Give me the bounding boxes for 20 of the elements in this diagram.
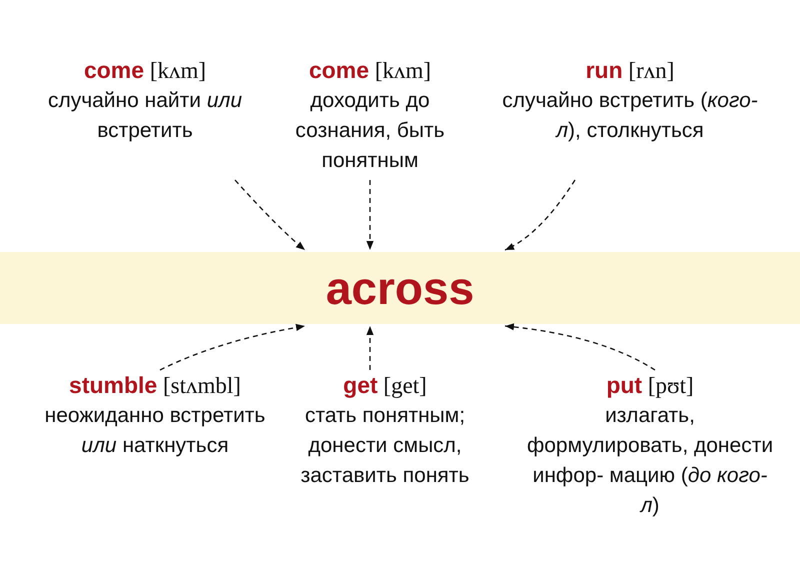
dashed-arrow	[366, 180, 374, 250]
translation-text: стать понятным; донести смысл, заставить понять	[300, 403, 470, 489]
dashed-arrow	[234, 180, 306, 250]
translation-text: неожиданно встретить или наткнуться	[44, 403, 266, 459]
phrasal-verb-heading: put [pʊt]	[606, 371, 694, 400]
dashed-arrow	[504, 323, 656, 371]
highlight-band	[0, 252, 800, 324]
translation-text: излагать, формулировать, донести инфор- мацию (до кого-л)	[526, 403, 774, 519]
translation-text: случайно встретить (кого-л), столкнуться	[501, 88, 759, 144]
phrasal-verb-heading: run [rʌn]	[586, 56, 674, 85]
phrasal-verb-heading: come [kʌm]	[84, 56, 206, 85]
dashed-arrow	[504, 180, 576, 251]
phrasal-verb-heading: stumble [stʌmbl]	[69, 371, 241, 400]
phrasal-verb-heading: come [kʌm]	[308, 56, 432, 85]
phrasal-verb-heading: get [get]	[343, 371, 427, 400]
translation-text: доходить до сознания, быть понятным	[294, 88, 446, 174]
keyword: across	[326, 261, 474, 315]
dashed-arrow	[366, 326, 374, 370]
translation-text: случайно найти или встретить	[46, 88, 244, 144]
dashed-arrow	[160, 324, 306, 371]
